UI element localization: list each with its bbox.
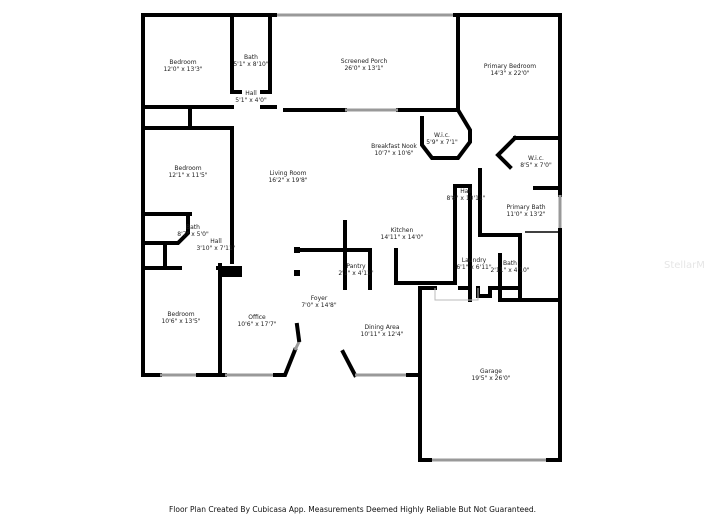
room-dimensions: 8'8" x 10'11" (446, 195, 485, 202)
room-name: Living Room (270, 170, 307, 177)
room-name: Hall (245, 90, 257, 97)
room-name: Pantry (346, 263, 366, 270)
room-dimensions: 7'0" x 14'8" (301, 302, 337, 309)
room-dimensions: 8'5" x 7'0" (520, 162, 552, 169)
room-name: Screened Porch (341, 58, 388, 65)
room-dimensions: 5'1" x 4'0" (235, 97, 267, 104)
room-dimensions: 10'7" x 10'6" (374, 150, 413, 157)
room-name: Office (248, 314, 266, 321)
room-name: Hall (210, 238, 222, 245)
room-dimensions: 12'1" x 11'5" (168, 172, 207, 179)
room-dimensions: 14'3" x 22'0" (490, 70, 529, 77)
room-dimensions: 10'6" x 17'7" (237, 321, 276, 328)
room-name: W.i.c. (528, 155, 544, 162)
watermark: StellarMLS (664, 260, 705, 271)
room-name: Laundry (462, 257, 487, 264)
room-dimensions: 3'10" x 7'11" (196, 245, 235, 252)
room-name: Primary Bath (506, 204, 545, 211)
room-name: Bedroom (167, 311, 194, 318)
room-dimensions: 19'5" x 26'0" (471, 375, 510, 382)
room-dimensions: 5'1" x 8'10" (233, 61, 269, 68)
room-dimensions: 10'11" x 12'4" (361, 331, 404, 338)
room-name: Primary Bedroom (484, 63, 536, 70)
room-name: Hall (460, 188, 472, 195)
room-name: Garage (480, 368, 502, 375)
room-name: W.i.c. (434, 132, 450, 139)
walls (141, 13, 562, 462)
room-name: Kitchen (391, 227, 414, 234)
room-dimensions: 14'11" x 14'0" (381, 234, 424, 241)
room-name: Bath (186, 224, 200, 231)
room-dimensions: 10'6" x 13'5" (161, 318, 200, 325)
room-name: Dining Area (364, 324, 399, 331)
room-name: Bedroom (169, 59, 196, 66)
disclaimer-footer: Floor Plan Created By Cubicasa App. Meas… (168, 505, 537, 514)
room-name: Foyer (311, 295, 328, 302)
room-dimensions: 11'0" x 13'2" (506, 211, 545, 218)
room-name: Bath (244, 54, 258, 61)
room-dimensions: 16'2" x 19'8" (268, 177, 307, 184)
room-dimensions: 6'1" x 6'11" (456, 264, 492, 271)
room-wic-2: W.i.c.8'5" x 7'0" (520, 155, 552, 169)
room-dimensions: 26'0" x 13'1" (344, 65, 383, 72)
room-wic-1: W.i.c.5'9" x 7'1" (426, 132, 458, 146)
room-dimensions: 8'7" x 5'0" (177, 231, 209, 238)
room-name: Bath (503, 260, 517, 267)
room-name: Breakfast Nook (371, 143, 417, 150)
room-dimensions: 2'11" x 4'10" (490, 267, 529, 274)
room-dimensions: 5'9" x 7'1" (426, 139, 458, 146)
room-dimensions: 12'0" x 13'3" (163, 66, 202, 73)
room-name: Bedroom (174, 165, 201, 172)
room-dimensions: 2'1" x 4'11" (338, 270, 374, 277)
